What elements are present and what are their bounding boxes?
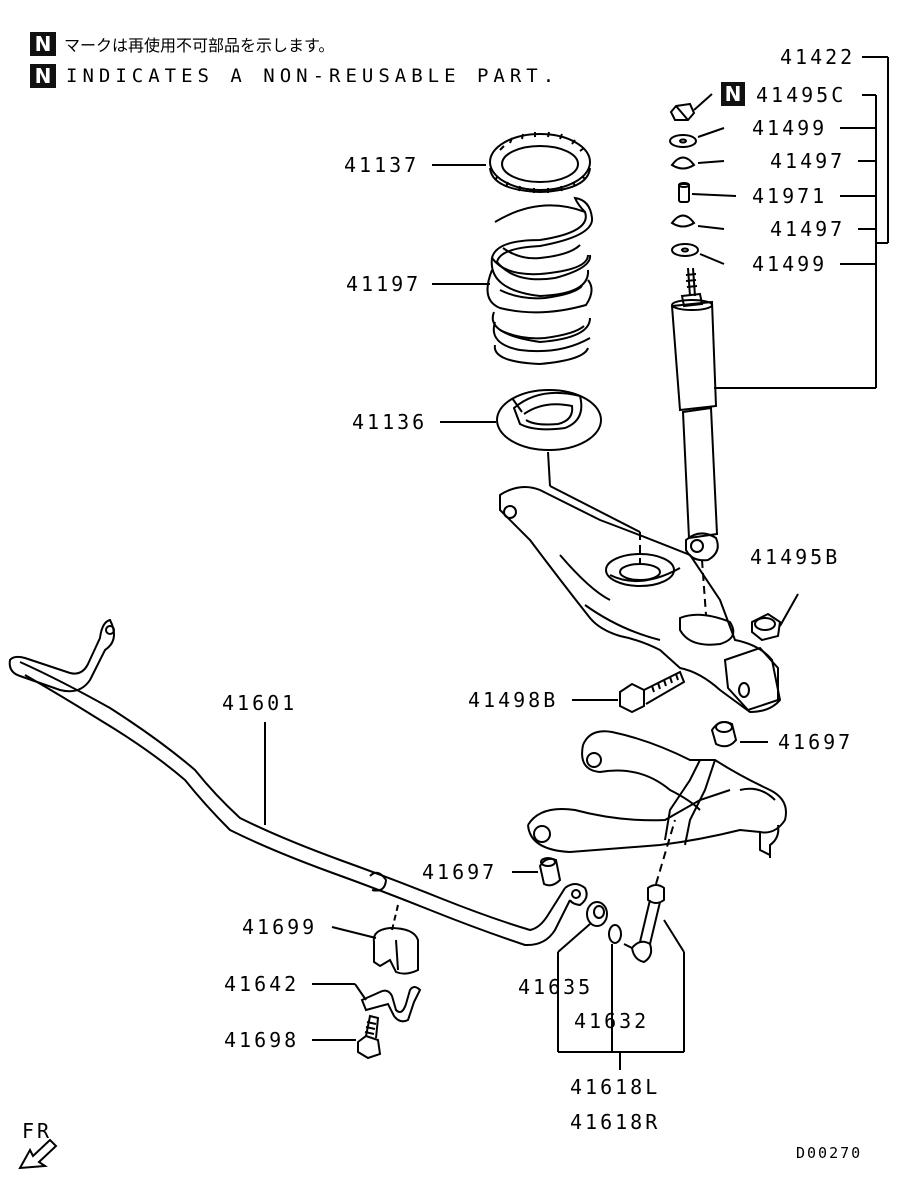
svg-text:N: N [725, 82, 742, 106]
part-label-41618l: 41618L [570, 1075, 660, 1099]
part-label-41197: 41197 [346, 272, 421, 296]
bushing-41497-bottom [670, 214, 725, 230]
washer-41499-bottom [671, 243, 725, 265]
part-label-41601: 41601 [222, 691, 297, 715]
direction-label: FR [22, 1119, 52, 1143]
stabilizer-link [623, 819, 685, 1052]
part-label-41698: 41698 [224, 1028, 299, 1052]
part-label-41642: 41642 [224, 972, 299, 996]
stabilizer-bar-41601 [8, 618, 588, 947]
part-label-41422: 41422 [780, 45, 855, 69]
bushing-41697-lower [512, 857, 562, 887]
part-label-41635: 41635 [518, 975, 593, 999]
non-reusable-badge: N [30, 64, 56, 88]
bolt-41698 [312, 1014, 382, 1060]
part-label-41497-top: 41497 [770, 149, 845, 173]
bracket-41618 [558, 1051, 684, 1070]
bracket-41422 [714, 56, 889, 389]
washer-41499-top [669, 127, 725, 148]
part-label-41632: 41632 [574, 1009, 649, 1033]
bracket-41642 [312, 983, 422, 1023]
part-label-41699: 41699 [242, 915, 317, 939]
part-label-41499-top: 41499 [752, 116, 827, 140]
bolt-41495b [751, 593, 799, 642]
nut-41495c [669, 93, 713, 121]
legend-japanese: N マークは再使用不可部品を示します。 [30, 32, 334, 56]
diagram-code: D00270 [796, 1144, 862, 1162]
part-label-41495b: 41495B [750, 545, 840, 569]
part-label-41137: 41137 [344, 153, 419, 177]
part-label-41136: 41136 [352, 410, 427, 434]
part-label-41498b: 41498B [468, 688, 558, 712]
coil-spring-41197 [432, 196, 594, 366]
lower-spring-seat-41136 [440, 389, 641, 565]
collar-41971 [678, 182, 737, 203]
legend-english: N INDICATES A NON-REUSABLE PART. [30, 64, 559, 88]
bushing-41497-top [670, 156, 725, 170]
part-label-41697-upper: 41697 [778, 730, 853, 754]
bushing-41699 [331, 904, 419, 975]
lower-arm [499, 485, 782, 714]
lateral-arm [527, 730, 787, 858]
upper-spring-seat-41137 [432, 131, 591, 194]
non-reusable-badge: N [30, 32, 56, 56]
part-label-41497-bottom: 41497 [770, 217, 845, 241]
part-label-41697-lower: 41697 [422, 860, 497, 884]
part-label-41618r: 41618R [570, 1110, 660, 1134]
legend-english-text: INDICATES A NON-REUSABLE PART. [66, 65, 560, 87]
bolt-41498b [572, 670, 686, 714]
part-label-41495c: 41495C [756, 83, 846, 107]
legend-japanese-text: マークは再使用不可部品を示します。 [64, 36, 335, 55]
non-reusable-badge-41495c: N [721, 82, 745, 106]
bushing-41697-upper [710, 721, 768, 748]
front-direction-arrow-icon [18, 1138, 58, 1170]
part-label-41499-bottom: 41499 [752, 252, 827, 276]
washer-41632 [608, 924, 622, 1052]
bushing-41635 [557, 901, 608, 1052]
part-label-41971: 41971 [752, 184, 827, 208]
